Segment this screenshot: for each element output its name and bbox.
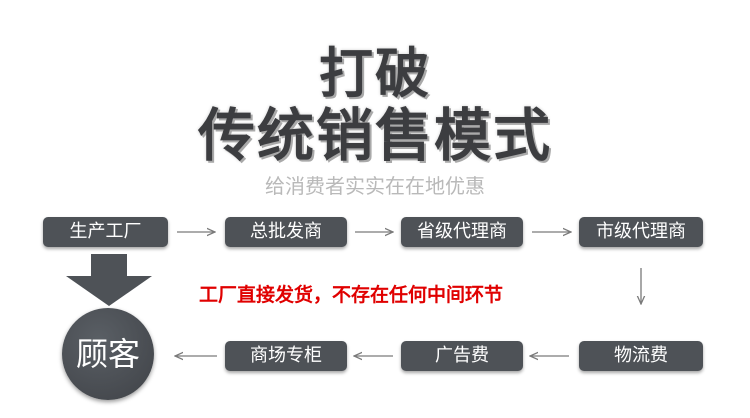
node-logistics-fee: 物流费 <box>579 341 703 371</box>
node-factory: 生产工厂 <box>43 217 168 247</box>
node-city-agent: 市级代理商 <box>579 217 703 247</box>
node-wholesale: 总批发商 <box>225 217 347 247</box>
node-store-counter: 商场专柜 <box>225 341 347 371</box>
direct-shipping-slogan: 工厂直接发货，不存在任何中间环节 <box>199 284 504 306</box>
direct-delivery-down-arrow-icon <box>66 254 152 306</box>
headline-line-1: 打破 <box>319 42 431 105</box>
subtitle: 给消费者实实在在地优惠 <box>265 174 485 198</box>
node-provincial-agent: 省级代理商 <box>401 217 523 247</box>
node-advertising-fee: 广告费 <box>401 341 523 371</box>
node-customer: 顾客 <box>62 308 154 400</box>
headline-line-2: 传统销售模式 <box>198 103 552 169</box>
